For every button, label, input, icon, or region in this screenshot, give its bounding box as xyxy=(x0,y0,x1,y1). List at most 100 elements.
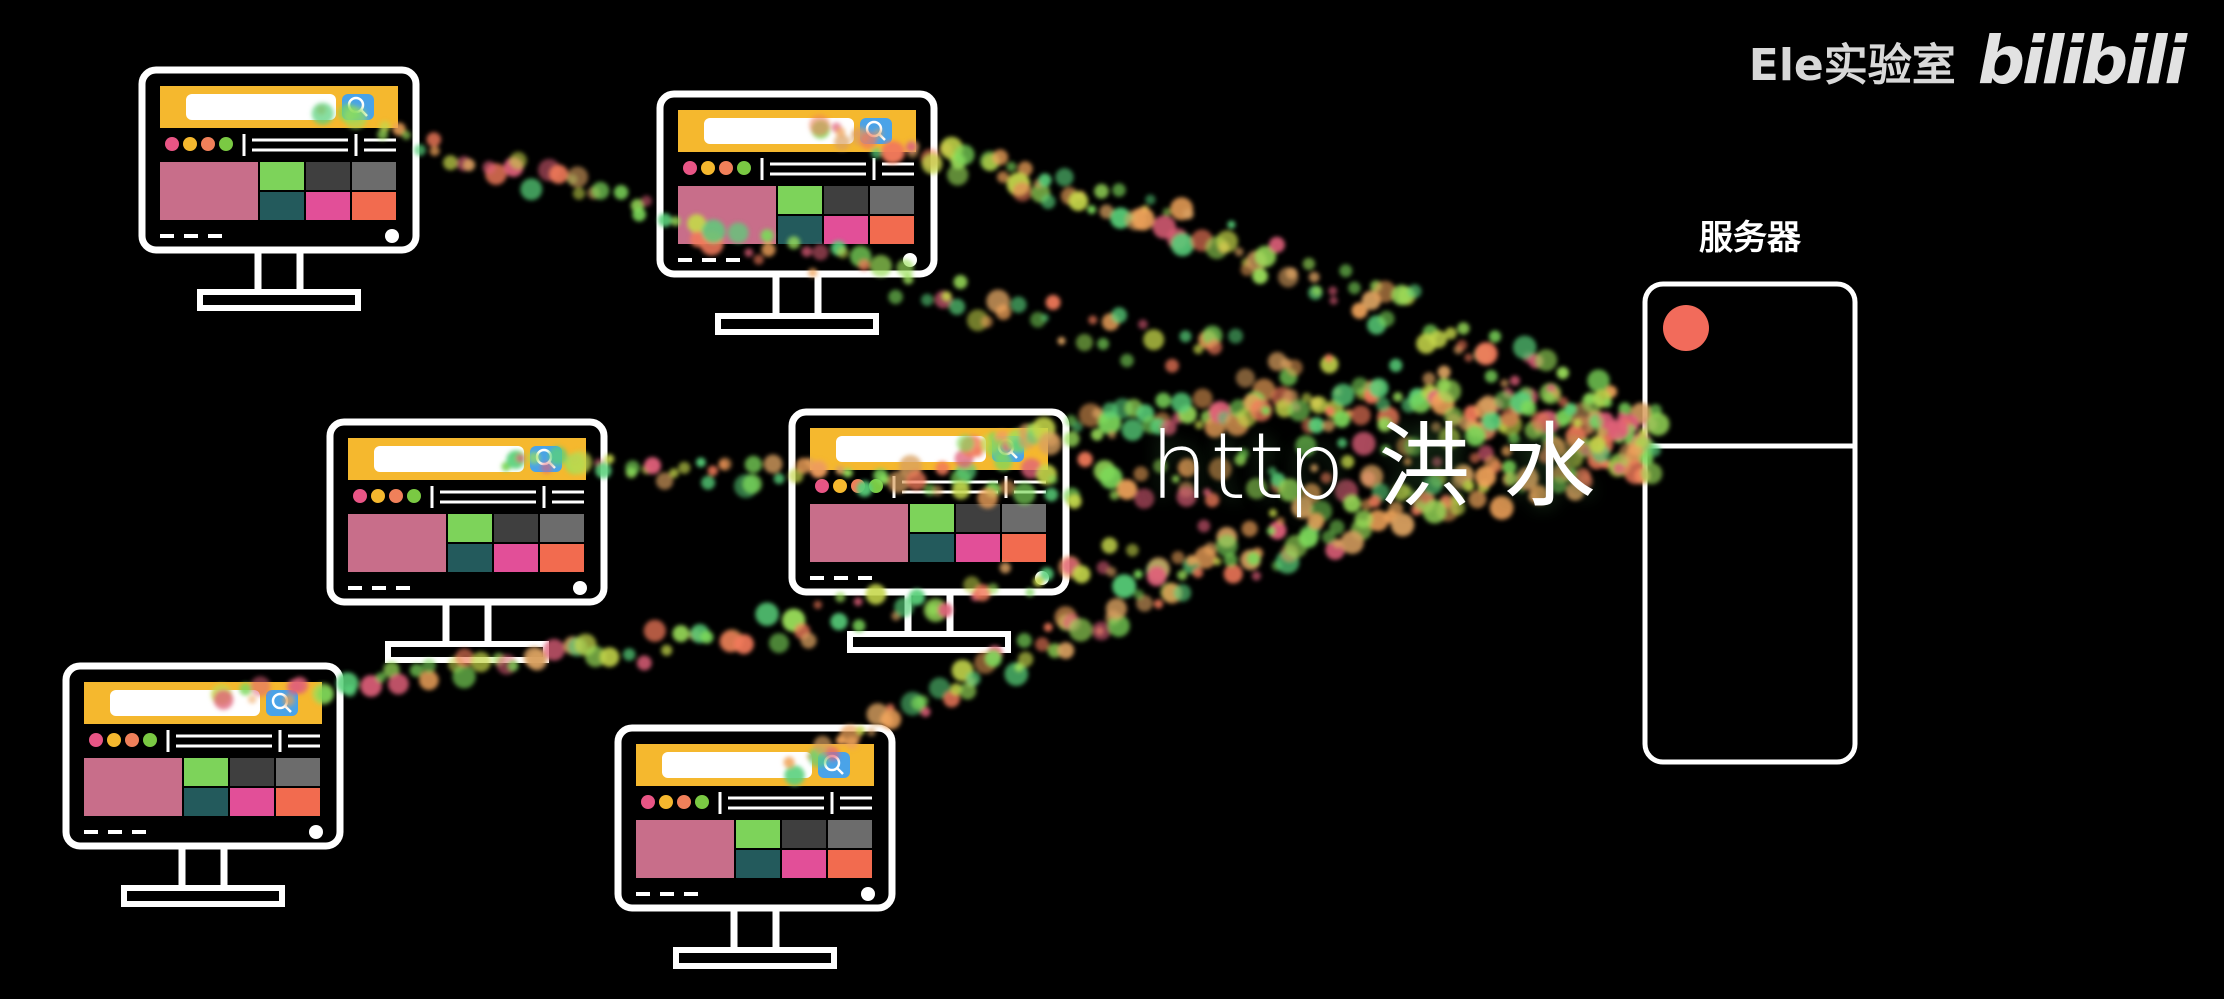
particle xyxy=(1351,302,1368,319)
particle xyxy=(809,114,831,136)
particle xyxy=(977,487,999,509)
particle xyxy=(1489,495,1514,520)
particle xyxy=(1192,388,1213,409)
particle xyxy=(462,158,476,172)
particle xyxy=(866,727,876,737)
particle xyxy=(1422,372,1436,386)
particle xyxy=(1488,330,1502,343)
particle xyxy=(452,665,476,689)
particle xyxy=(1331,383,1355,407)
particle xyxy=(855,725,866,736)
particle xyxy=(795,457,812,474)
particle xyxy=(1544,390,1555,402)
particle xyxy=(954,144,975,166)
particle xyxy=(1048,474,1058,485)
particle xyxy=(1354,510,1373,529)
particle xyxy=(1193,344,1204,355)
particle xyxy=(1348,281,1361,295)
particle xyxy=(1131,207,1155,231)
particle xyxy=(1368,495,1381,508)
particle xyxy=(1192,567,1204,578)
particle xyxy=(950,683,963,696)
client-computer-1 xyxy=(142,70,416,308)
particle xyxy=(1246,552,1261,566)
particle xyxy=(801,246,813,257)
particle xyxy=(429,145,440,157)
particle xyxy=(1171,551,1185,564)
particle xyxy=(1474,342,1498,366)
particle xyxy=(1618,402,1632,416)
particle xyxy=(887,471,910,494)
particle xyxy=(1268,236,1285,253)
particle xyxy=(839,724,861,746)
particle xyxy=(1068,191,1089,212)
particle xyxy=(1203,488,1211,497)
particle xyxy=(881,709,902,730)
particle xyxy=(392,122,406,136)
particle xyxy=(283,694,295,707)
particle xyxy=(655,472,674,490)
particle xyxy=(1403,436,1424,457)
particle xyxy=(1623,460,1648,485)
particle xyxy=(869,254,893,278)
particle xyxy=(526,650,548,671)
particle xyxy=(1134,488,1155,509)
particle xyxy=(1227,220,1236,229)
particle xyxy=(470,651,492,673)
particle xyxy=(1099,466,1123,489)
particle xyxy=(1375,397,1391,412)
particle xyxy=(1587,369,1610,393)
particle xyxy=(1176,486,1197,507)
particle xyxy=(896,259,914,277)
particle xyxy=(1351,405,1371,426)
particle xyxy=(213,689,234,710)
particle xyxy=(865,583,887,605)
particle xyxy=(733,634,754,655)
particle xyxy=(379,121,391,132)
particle xyxy=(1194,420,1204,430)
particle xyxy=(859,132,877,150)
particle xyxy=(700,630,714,644)
particle xyxy=(1208,457,1232,481)
particle xyxy=(920,706,931,718)
particle xyxy=(1006,161,1017,172)
particle xyxy=(1520,400,1537,416)
particle xyxy=(1556,366,1570,380)
particle xyxy=(1351,377,1369,395)
server-status-indicator xyxy=(1663,305,1709,351)
particle xyxy=(1254,245,1277,268)
particle xyxy=(1512,335,1537,360)
particle xyxy=(1321,530,1336,544)
particle xyxy=(787,236,801,250)
particle xyxy=(247,695,257,704)
particle xyxy=(528,451,541,464)
particle xyxy=(1422,499,1447,524)
particle xyxy=(906,470,927,491)
particle xyxy=(1016,633,1032,648)
particle xyxy=(1246,477,1268,500)
particle xyxy=(419,670,439,691)
particle xyxy=(1388,501,1404,516)
particle xyxy=(1038,431,1062,456)
particle xyxy=(455,648,474,668)
particle xyxy=(1295,435,1317,457)
particle xyxy=(1328,286,1338,296)
particle xyxy=(1238,448,1249,460)
particle xyxy=(1378,310,1395,327)
particle xyxy=(509,151,527,170)
particle xyxy=(572,187,586,200)
particle xyxy=(687,214,706,233)
particle xyxy=(1564,402,1578,416)
particle xyxy=(873,128,884,139)
particle xyxy=(1302,257,1316,271)
server-label-text: 服务器 xyxy=(1699,218,1801,258)
particle xyxy=(858,259,870,271)
particle xyxy=(1179,330,1192,343)
particle xyxy=(1646,412,1670,436)
particle xyxy=(1484,455,1501,472)
particle xyxy=(543,638,565,661)
particle xyxy=(540,461,553,474)
particle xyxy=(973,584,991,602)
particle xyxy=(1153,459,1168,474)
particle xyxy=(1625,445,1644,464)
